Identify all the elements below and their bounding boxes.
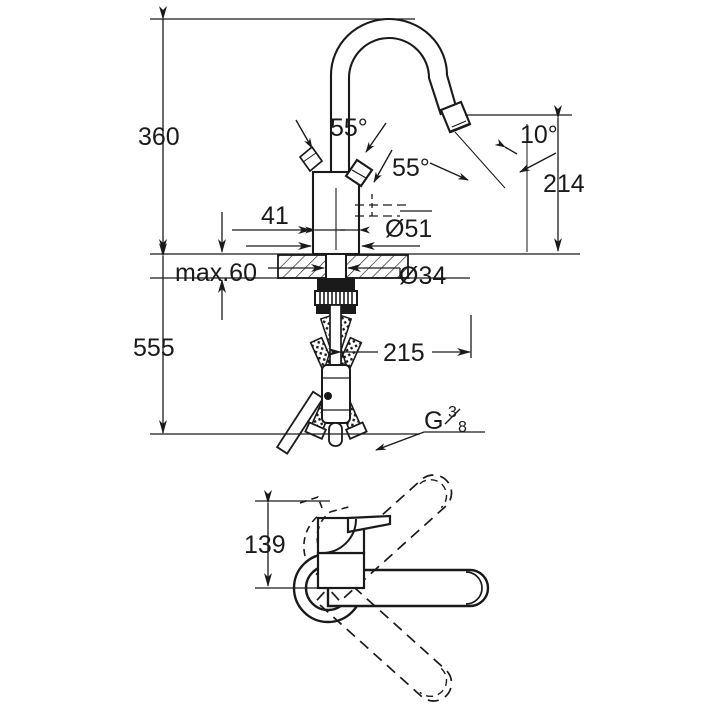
spout-gooseneck [329, 18, 459, 175]
dim-height-below [150, 243, 420, 435]
thread-leader [375, 431, 485, 451]
dim-555-label: 555 [133, 334, 175, 362]
dim-41-label: 41 [261, 202, 289, 230]
dim-handle-height [255, 490, 330, 589]
angle-swivel-left: 55° [330, 114, 368, 142]
dim-hole-diameter [268, 264, 470, 279]
thread-numerator: 3 [448, 404, 457, 421]
plan-spout-arm-phantom-up [314, 474, 453, 603]
spout-outlet [439, 100, 472, 134]
dim-139-label: 139 [244, 531, 286, 559]
outlet-angle-leaders [429, 124, 557, 252]
elevation-view: 55° 55° 10° [133, 6, 585, 455]
mounting-shank [325, 253, 347, 281]
dim-d34-label: Ø34 [399, 262, 446, 290]
plan-spout-arm-phantom-down [314, 573, 453, 702]
dim-214-label: 214 [543, 170, 585, 198]
angle-swivel-right: 55° [392, 154, 430, 182]
angle-outlet: 10° [520, 121, 558, 149]
dim-d51-label: Ø51 [385, 215, 432, 243]
plan-view: 139 [244, 474, 490, 702]
dim-spout-reach [328, 315, 472, 358]
swivel-angle-leaders [295, 119, 393, 183]
hose-weight [321, 304, 351, 447]
dim-base-diameter [246, 194, 432, 250]
plan-mixer-body [316, 514, 392, 590]
dim-spout-height [465, 105, 572, 252]
lever-handle [344, 158, 374, 188]
dim-360-label: 360 [138, 123, 180, 151]
dim-height-overall [150, 6, 415, 253]
lever-handle-phantom [298, 145, 324, 173]
thread-letter: G [424, 407, 443, 435]
thread-callout: G 3 8 [424, 404, 467, 436]
dim-215-label: 215 [383, 339, 425, 367]
counter-section [150, 253, 580, 279]
dim-max60-label: max.60 [175, 259, 257, 287]
thread-denominator: 8 [458, 419, 467, 436]
plan-spout-arm [326, 568, 490, 608]
mixer-body [311, 170, 361, 256]
